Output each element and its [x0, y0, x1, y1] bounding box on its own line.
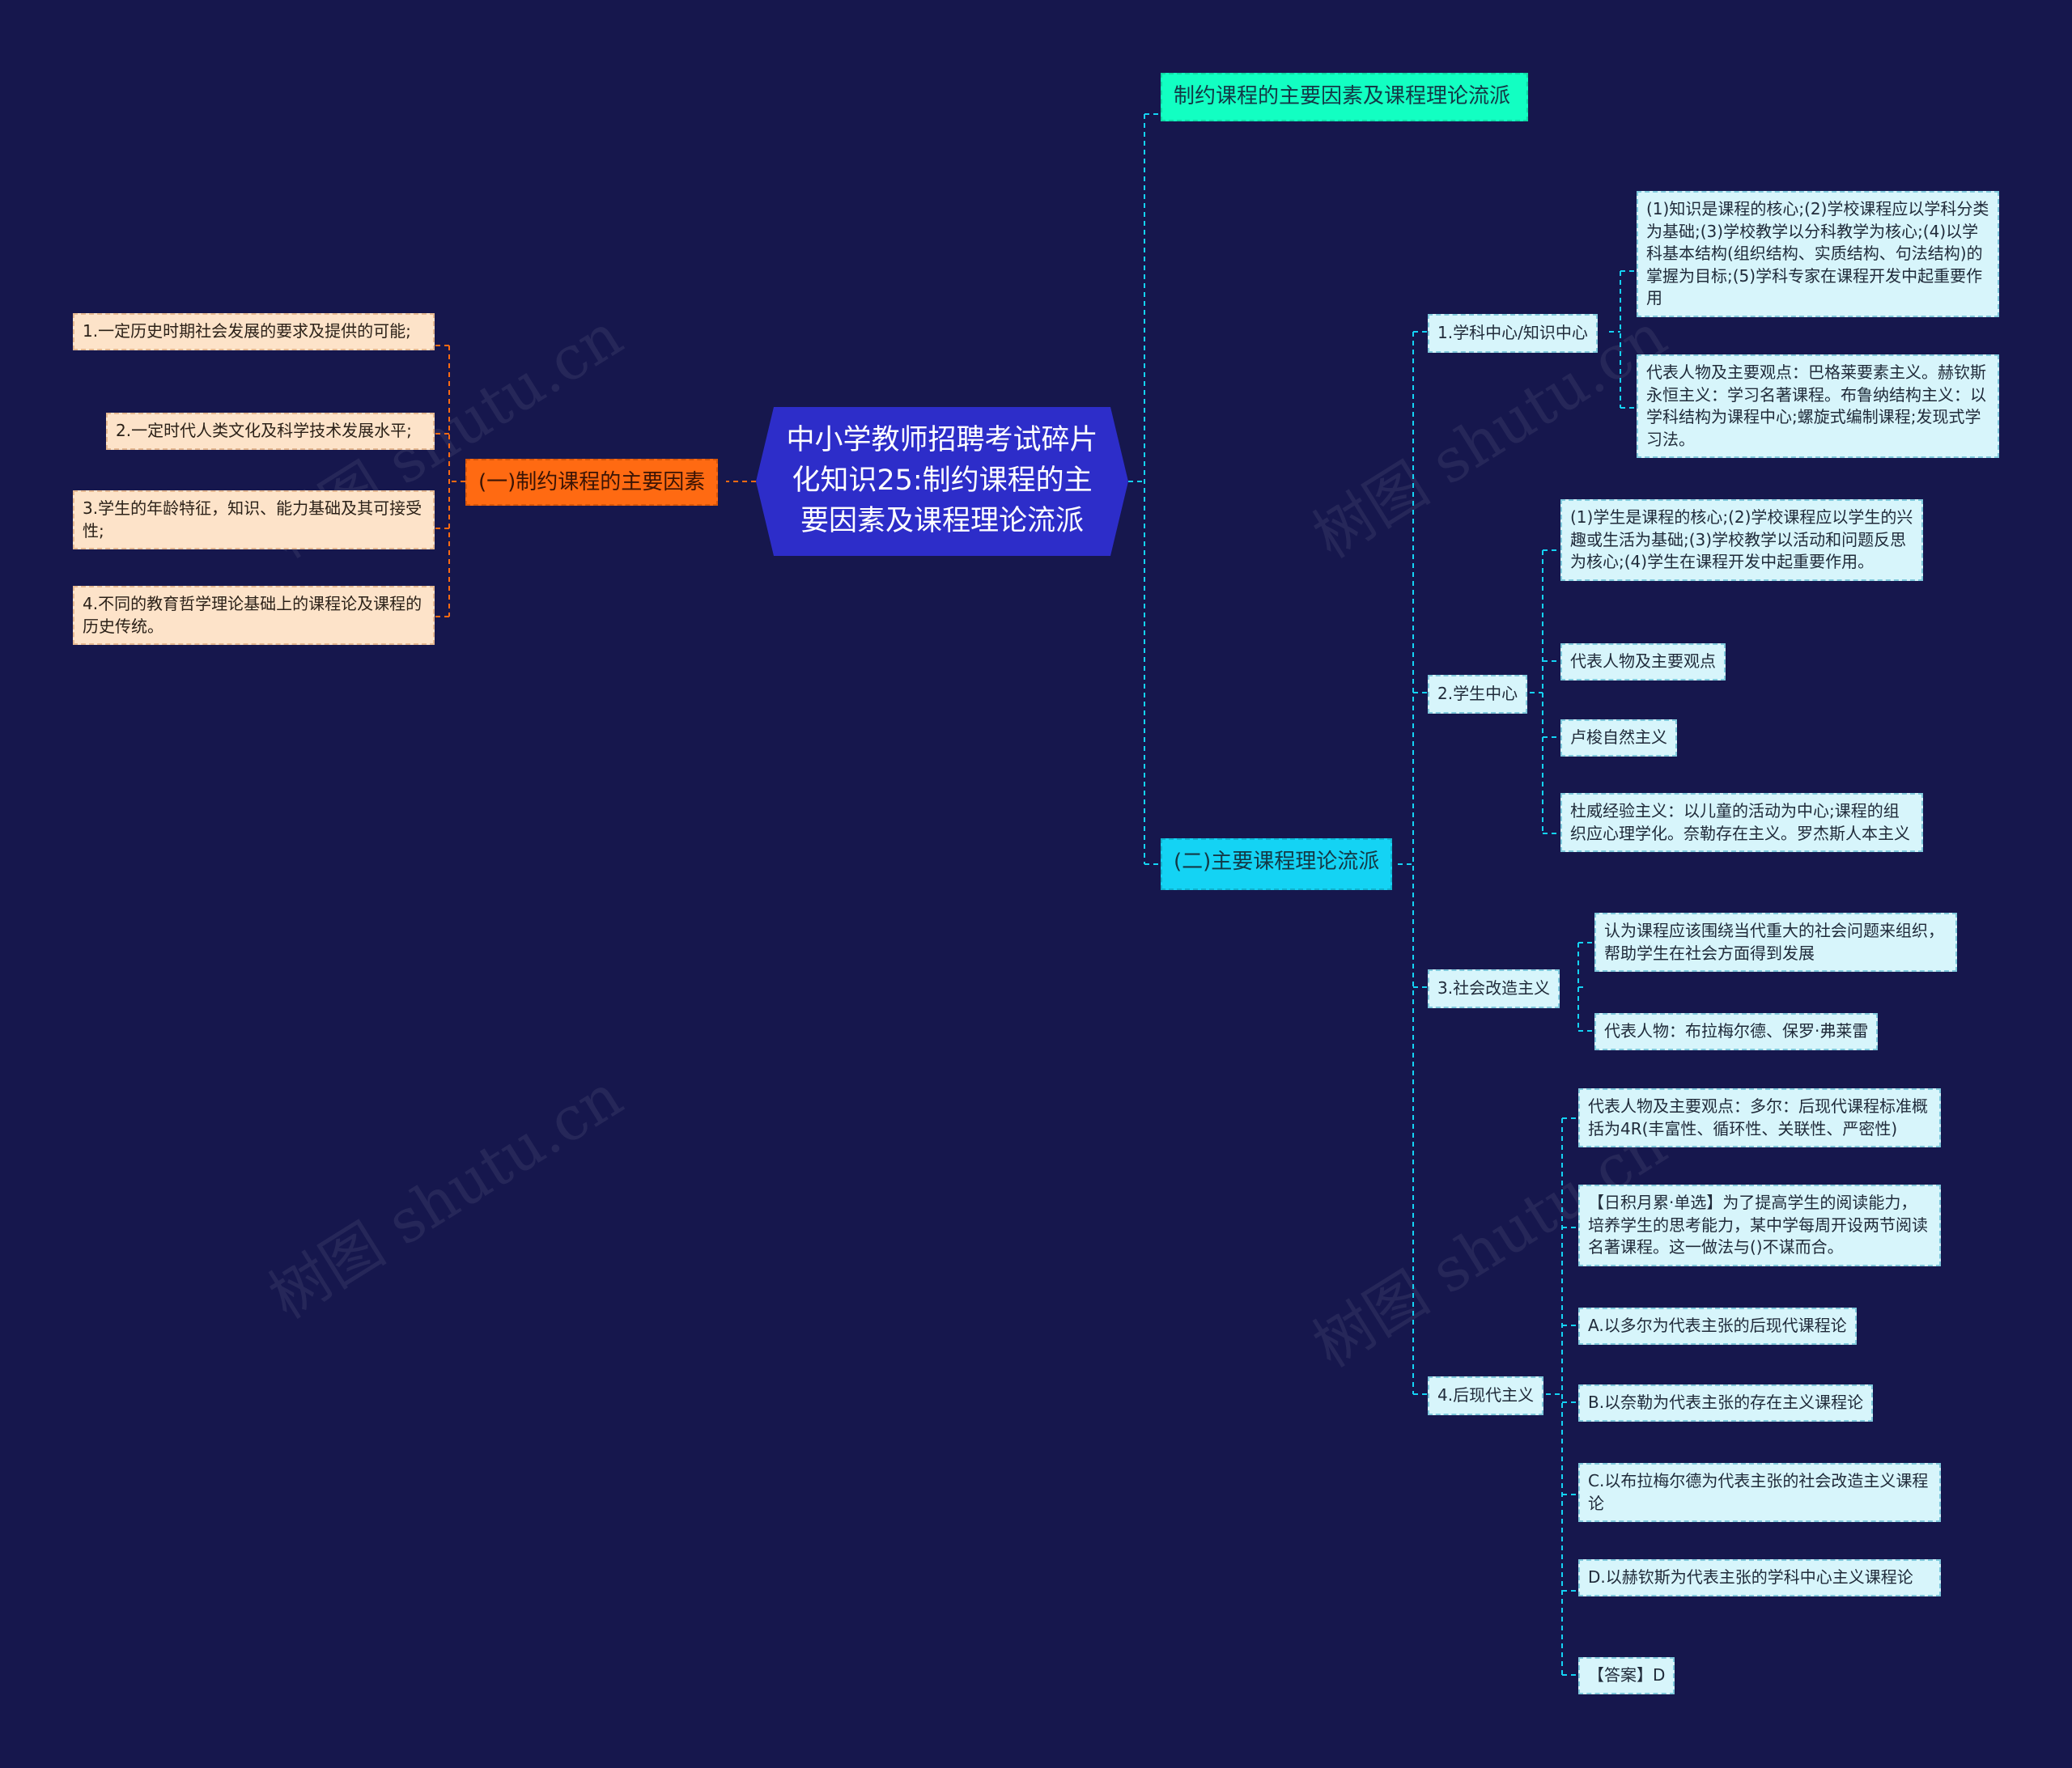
school-detail[interactable]: 代表人物及主要观点: [1560, 643, 1726, 680]
school-detail[interactable]: 卢梭自然主义: [1560, 719, 1677, 757]
quiz-answer[interactable]: 【答案】D: [1578, 1657, 1675, 1694]
school-detail[interactable]: (1)知识是课程的核心;(2)学校课程应以学科分类为基础;(3)学校教学以分科教…: [1637, 191, 1999, 317]
top-note-label: 制约课程的主要因素及课程理论流派: [1174, 84, 1511, 108]
school-detail-text: 认为课程应该围绕当代重大的社会问题来组织，帮助学生在社会方面得到发展: [1604, 921, 1944, 963]
school-student-centered[interactable]: 2.学生中心: [1428, 675, 1528, 714]
school-detail-text: 代表人物及主要观点: [1570, 651, 1716, 671]
factor-item[interactable]: 3.学生的年龄特征，知识、能力基础及其可接受性;: [73, 490, 435, 550]
branch-curriculum-schools-label: (二)主要课程理论流派: [1174, 850, 1380, 874]
factor-item-text: 4.不同的教育哲学理论基础上的课程论及课程的历史传统。: [83, 594, 422, 636]
school-detail[interactable]: 代表人物及主要观点：多尔：后现代课程标准概括为4R(丰富性、循环性、关联性、严密…: [1578, 1088, 1941, 1148]
quiz-option-text: A.以多尔为代表主张的后现代课程论: [1588, 1316, 1847, 1335]
school-label: 4.后现代主义: [1437, 1385, 1535, 1405]
factor-item[interactable]: 2.一定时代人类文化及科学技术发展水平;: [106, 413, 435, 450]
school-detail-text: (1)知识是课程的核心;(2)学校课程应以学科分类为基础;(3)学校教学以分科教…: [1646, 199, 1989, 308]
root-shape: [756, 407, 1128, 556]
quiz-option-text: B.以奈勒为代表主张的存在主义课程论: [1588, 1393, 1864, 1412]
school-detail-text: 代表人物：布拉梅尔德、保罗·弗莱雷: [1604, 1021, 1869, 1041]
factor-item-text: 2.一定时代人类文化及科学技术发展水平;: [116, 421, 412, 440]
root-title: 中小学教师招聘考试碎片化知识25:制约课程的主要因素及课程理论流派: [786, 424, 1098, 537]
school-detail-text: 代表人物及主要观点：巴格莱要素主义。赫钦斯永恒主义：学习名著课程。布鲁纳结构主义…: [1646, 363, 1986, 449]
school-detail[interactable]: 认为课程应该围绕当代重大的社会问题来组织，帮助学生在社会方面得到发展: [1594, 913, 1957, 973]
factor-item-text: 3.学生的年龄特征，知识、能力基础及其可接受性;: [83, 498, 422, 541]
quiz-option-text: C.以布拉梅尔德为代表主张的社会改造主义课程论: [1588, 1471, 1929, 1513]
branch-main-factors-label: (一)制约课程的主要因素: [478, 470, 706, 494]
quiz-question[interactable]: 【日积月累·单选】为了提高学生的阅读能力，培养学生的思考能力，某中学每周开设两节…: [1578, 1185, 1941, 1266]
quiz-option-text: D.以赫钦斯为代表主张的学科中心主义课程论: [1588, 1567, 1913, 1587]
branch-curriculum-schools[interactable]: (二)主要课程理论流派: [1161, 838, 1393, 890]
school-label: 1.学科中心/知识中心: [1437, 323, 1588, 342]
quiz-option-a[interactable]: A.以多尔为代表主张的后现代课程论: [1578, 1308, 1857, 1345]
school-detail[interactable]: (1)学生是课程的核心;(2)学校课程应以学生的兴趣或生活为基础;(3)学校教学…: [1560, 499, 1923, 581]
school-detail[interactable]: 代表人物及主要观点：巴格莱要素主义。赫钦斯永恒主义：学习名著课程。布鲁纳结构主义…: [1637, 354, 1999, 459]
quiz-option-c[interactable]: C.以布拉梅尔德为代表主张的社会改造主义课程论: [1578, 1463, 1941, 1523]
factor-item[interactable]: 4.不同的教育哲学理论基础上的课程论及课程的历史传统。: [73, 586, 435, 646]
school-label: 2.学生中心: [1437, 684, 1518, 703]
school-detail-text: (1)学生是课程的核心;(2)学校课程应以学生的兴趣或生活为基础;(3)学校教学…: [1570, 507, 1913, 572]
school-detail[interactable]: 代表人物：布拉梅尔德、保罗·弗莱雷: [1594, 1013, 1879, 1050]
school-detail-text: 代表人物及主要观点：多尔：后现代课程标准概括为4R(丰富性、循环性、关联性、严密…: [1588, 1096, 1928, 1138]
school-detail[interactable]: 杜威经验主义：以儿童的活动为中心;课程的组织应心理学化。奈勒存在主义。罗杰斯人本…: [1560, 793, 1923, 853]
top-note-node[interactable]: 制约课程的主要因素及课程理论流派: [1161, 73, 1528, 121]
school-label: 3.社会改造主义: [1437, 978, 1551, 998]
factor-item[interactable]: 1.一定历史时期社会发展的要求及提供的可能;: [73, 313, 435, 350]
school-subject-centered[interactable]: 1.学科中心/知识中心: [1428, 314, 1598, 353]
root-topic[interactable]: 中小学教师招聘考试碎片化知识25:制约课程的主要因素及课程理论流派: [756, 407, 1128, 556]
school-social-reconstruction[interactable]: 3.社会改造主义: [1428, 969, 1560, 1008]
school-detail-text: 卢梭自然主义: [1570, 727, 1667, 747]
school-postmodernism[interactable]: 4.后现代主义: [1428, 1376, 1544, 1415]
quiz-option-d[interactable]: D.以赫钦斯为代表主张的学科中心主义课程论: [1578, 1559, 1941, 1596]
school-detail-text: 杜威经验主义：以儿童的活动为中心;课程的组织应心理学化。奈勒存在主义。罗杰斯人本…: [1570, 801, 1910, 843]
quiz-answer-text: 【答案】D: [1588, 1665, 1666, 1685]
quiz-question-text: 【日积月累·单选】为了提高学生的阅读能力，培养学生的思考能力，某中学每周开设两节…: [1588, 1193, 1928, 1257]
factor-item-text: 1.一定历史时期社会发展的要求及提供的可能;: [83, 321, 411, 341]
quiz-option-b[interactable]: B.以奈勒为代表主张的存在主义课程论: [1578, 1384, 1874, 1422]
branch-main-factors[interactable]: (一)制约课程的主要因素: [465, 459, 719, 506]
